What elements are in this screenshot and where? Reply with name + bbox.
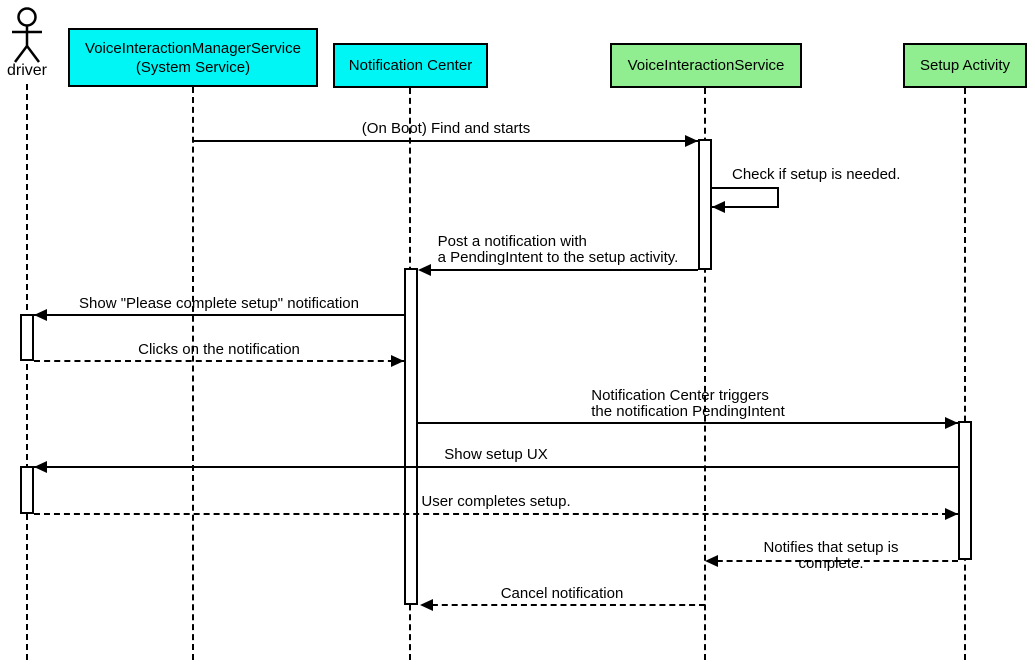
message-label-trigger-pending-intent: Notification Center triggers the notific…: [591, 387, 785, 420]
message-label-cancel-notification: Cancel notification: [500, 585, 624, 602]
message-label-user-completes-setup: User completes setup.: [421, 493, 571, 510]
message-line-on-boot: [193, 140, 698, 142]
activation-setup-activity: [958, 421, 972, 560]
participant-box-voice-interaction-manager-service: VoiceInteractionManagerService (System S…: [68, 28, 318, 87]
activation-driver-1: [20, 314, 34, 361]
message-label-show-setup-ux: Show setup UX: [444, 446, 548, 463]
arrowhead-post-notification: [418, 264, 431, 276]
message-line-cancel-notification: [422, 604, 705, 606]
participant-box-setup-activity: Setup Activity: [903, 43, 1027, 88]
lifeline-voice-interaction-manager-service: [192, 87, 194, 660]
lifeline-driver: [26, 84, 28, 660]
participant-box-voice-interaction-service: VoiceInteractionService: [610, 43, 802, 88]
participant-box-notification-center: Notification Center: [333, 43, 488, 88]
message-label-click-notification: Clicks on the notification: [138, 341, 300, 358]
arrowhead-trigger-pending-intent: [945, 417, 958, 429]
arrowhead-click-notification: [391, 355, 404, 367]
message-line-notify-setup-complete: [707, 560, 958, 562]
arrowhead-check-setup: [712, 201, 725, 213]
arrowhead-notify-setup-complete: [705, 555, 718, 567]
message-line-post-notification: [420, 269, 698, 271]
message-line-user-completes-setup: [34, 513, 958, 515]
message-label-post-notification: Post a notification with a PendingIntent…: [437, 233, 679, 266]
activation-voice-interaction-service: [698, 139, 712, 270]
message-line-show-setup-ux: [34, 466, 958, 468]
arrowhead-user-completes-setup: [945, 508, 958, 520]
activation-driver-2: [20, 466, 34, 514]
message-label-show-notification: Show "Please complete setup" notificatio…: [79, 295, 359, 312]
message-label-notify-setup-complete: Notifies that setup is complete.: [763, 539, 899, 572]
arrowhead-show-setup-ux: [34, 461, 47, 473]
arrowhead-cancel-notification: [420, 599, 433, 611]
message-label-check-setup: Check if setup is needed.: [732, 166, 901, 183]
participant-label-driver: driver: [6, 62, 48, 79]
arrowhead-show-notification: [34, 309, 47, 321]
message-line-click-notification: [34, 360, 404, 362]
lifeline-setup-activity: [964, 88, 966, 660]
actor-icon: [7, 4, 47, 71]
arrowhead-on-boot: [685, 135, 698, 147]
message-line-trigger-pending-intent: [418, 422, 958, 424]
activation-notification-center: [404, 268, 418, 605]
lifeline-voice-interaction-service: [704, 88, 706, 660]
message-line-show-notification: [34, 314, 404, 316]
message-label-on-boot: (On Boot) Find and starts: [361, 120, 531, 137]
message-selfloop-check-setup: [712, 187, 779, 208]
